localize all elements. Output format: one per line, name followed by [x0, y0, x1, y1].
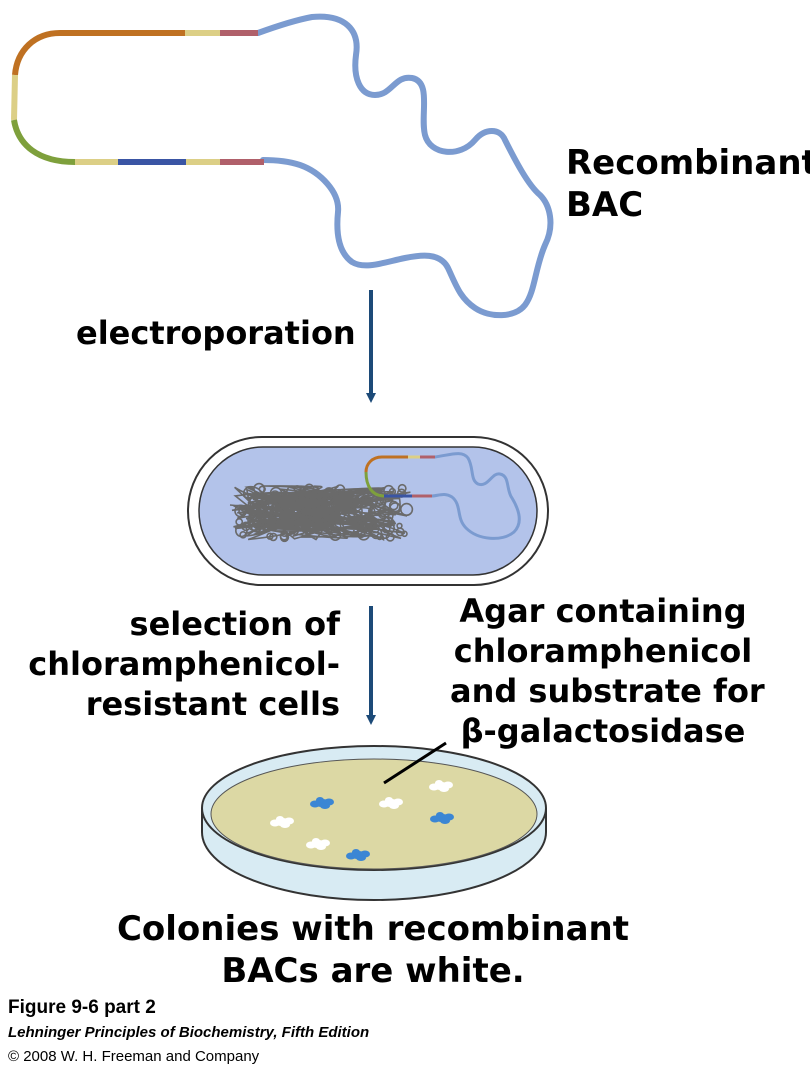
chromosome-loop	[292, 519, 299, 526]
chromosome-loop	[362, 491, 370, 500]
book-title: Lehninger Principles of Biochemistry, Fi…	[8, 1024, 370, 1041]
chromosome-loop	[335, 489, 348, 501]
label-colonies-line2: BACs are white.	[221, 951, 525, 991]
white-colony	[379, 797, 403, 809]
label-recombinant-bac-line1: Recombinant	[566, 143, 810, 183]
chromosome-loop	[395, 527, 405, 537]
white-colony	[270, 816, 294, 828]
label-agar-line3: and substrate for	[450, 672, 765, 710]
chromosome-loop	[376, 533, 384, 541]
chromosome-loop	[241, 521, 251, 532]
chromosome-loop	[370, 527, 383, 540]
label-selection: selection of chloramphenicol- resistant …	[28, 604, 340, 724]
label-agar-line1: Agar containing	[459, 592, 747, 630]
bac-in-cell	[364, 452, 521, 540]
chromosome-loop	[304, 483, 315, 494]
agar-surface	[210, 758, 538, 870]
figure-number: Figure 9-6 part 2	[8, 997, 156, 1018]
chromosome-loop	[287, 507, 301, 521]
label-selection-line3: resistant cells	[85, 685, 340, 723]
chromosome-loop	[330, 521, 342, 532]
cell-bac-backbone	[430, 452, 521, 540]
label-selection-line2: chloramphenicol-	[28, 645, 340, 683]
white-colony	[306, 838, 330, 850]
label-selection-line1: selection of	[129, 605, 340, 643]
cell-segment-green	[364, 471, 385, 498]
chromosome-loop	[250, 520, 263, 533]
agar-pointer-line	[383, 741, 447, 785]
chromosome-loop	[242, 486, 256, 500]
chromosome-loop	[378, 505, 392, 519]
chromosome-loop	[322, 509, 336, 522]
chromosome-loop	[355, 515, 363, 524]
label-agar-line4: β-galactosidase	[460, 712, 746, 750]
chromosome-loop	[347, 488, 353, 495]
blue-colony	[346, 849, 370, 861]
chromosome-loop	[280, 529, 288, 538]
chromosome-loop	[377, 507, 390, 520]
petri-dish	[201, 745, 547, 901]
chromosome-loop	[295, 495, 307, 507]
chromosome-loop	[270, 490, 281, 501]
label-electroporation: electroporation	[76, 314, 356, 352]
chromosome-loop	[385, 532, 395, 542]
chromosome-loop	[268, 532, 278, 542]
chromosome-loop	[234, 524, 248, 538]
bacterial-cell	[187, 436, 549, 586]
chromosome-loop	[397, 483, 407, 493]
label-recombinant-bac: Recombinant BAC	[566, 142, 810, 226]
chromosome-loop	[369, 523, 380, 534]
chromosome-loop	[258, 485, 266, 493]
chromosome-loop	[368, 507, 376, 515]
segment-green	[11, 119, 76, 165]
chromosome-loop	[314, 515, 324, 526]
chromosome-loop	[333, 527, 340, 534]
chromosome-loop	[279, 532, 290, 543]
label-agar-line2: chloramphenicol	[453, 632, 753, 670]
chromosome-loop	[358, 495, 371, 508]
chromosome-loop	[270, 506, 285, 521]
segment-yellow-left	[11, 74, 18, 121]
chromosome-loop	[388, 500, 399, 511]
bac-vector-backbone	[255, 13, 554, 319]
white-colony	[429, 780, 453, 792]
chromosome-loop	[255, 501, 268, 514]
copyright: © 2008 W. H. Freeman and Company	[8, 1048, 260, 1065]
chromosome-loop	[314, 503, 321, 510]
chromosome-loop	[246, 507, 253, 515]
chromosome-loop	[357, 527, 371, 541]
blue-colony	[310, 797, 334, 809]
cell-membrane	[198, 446, 538, 576]
chromosome-loop	[400, 502, 414, 517]
segment-orange	[12, 30, 185, 76]
chromosome-loop	[301, 504, 315, 519]
chromosome-loop	[293, 485, 302, 493]
colonies	[270, 780, 454, 861]
chromosome-loop	[238, 507, 247, 516]
chromosome-loop	[308, 491, 319, 502]
chromosome-loop	[363, 515, 376, 527]
cell-segment-orange	[364, 455, 408, 473]
chromosome-loop	[334, 484, 346, 495]
bacterial-chromosome	[229, 482, 414, 543]
chromosome-loop	[336, 490, 343, 497]
label-colonies: Colonies with recombinant BACs are white…	[100, 908, 646, 992]
label-recombinant-bac-line2: BAC	[566, 185, 644, 225]
label-agar: Agar containing chloramphenicol and subs…	[450, 591, 765, 751]
blue-colony	[430, 812, 454, 824]
chromosome-loop	[263, 513, 277, 527]
recombinant-bac-dna	[11, 13, 554, 319]
label-colonies-line1: Colonies with recombinant	[116, 909, 630, 949]
chromosome-loop	[318, 494, 332, 508]
